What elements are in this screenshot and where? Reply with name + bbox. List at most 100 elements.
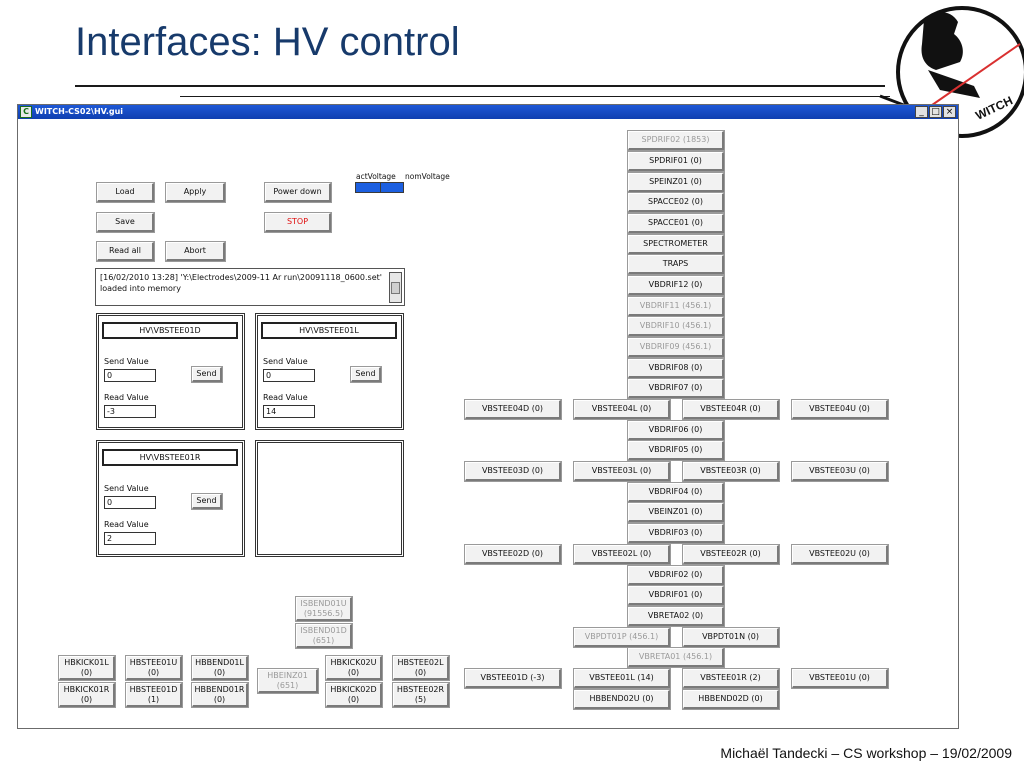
read-value-field: -3 [104, 405, 156, 418]
send-value-input[interactable]: 0 [104, 369, 156, 382]
element-spdrif02[interactable]: SPDRIF02 (1853) [628, 131, 724, 150]
act-voltage-bar [355, 182, 381, 193]
nom-voltage-label: nomVoltage [405, 172, 450, 181]
element-hbbend02d[interactable]: HBBEND02D (0) [683, 690, 779, 709]
element-hbbend01l[interactable]: HBBEND01L (0) [192, 656, 248, 680]
element-vbstee02r[interactable]: VBSTEE02R (0) [683, 545, 779, 564]
read-value-label: Read Value [104, 520, 149, 529]
save-button[interactable]: Save [97, 213, 154, 232]
element-vbpdt01p[interactable]: VBPDT01P (456.1) [574, 628, 670, 647]
panel-title: HV\VBSTEE01R [102, 449, 238, 466]
send-button[interactable]: Send [351, 367, 381, 382]
element-vbstee03r[interactable]: VBSTEE03R (0) [683, 462, 779, 481]
element-traps[interactable]: TRAPS [628, 255, 724, 274]
apply-button[interactable]: Apply [166, 183, 225, 202]
channel-panel-vbstee01r: HV\VBSTEE01R Send Value 0 Send Read Valu… [96, 440, 245, 557]
panel-title: HV\VBSTEE01L [261, 322, 397, 339]
read-value-label: Read Value [263, 393, 308, 402]
stop-button[interactable]: STOP [265, 213, 331, 232]
element-vbreta02[interactable]: VBRETA02 (0) [628, 607, 724, 626]
slide-title: Interfaces: HV control [75, 20, 460, 64]
element-vbreta01[interactable]: VBRETA01 (456.1) [628, 648, 724, 667]
log-scroll-thumb[interactable] [391, 282, 400, 294]
element-spdrif01[interactable]: SPDRIF01 (0) [628, 152, 724, 171]
send-value-label: Send Value [104, 484, 149, 493]
act-voltage-label: actVoltage [356, 172, 396, 181]
read-value-field: 2 [104, 532, 156, 545]
send-button[interactable]: Send [192, 494, 222, 509]
element-vbstee03u[interactable]: VBSTEE03U (0) [792, 462, 888, 481]
element-hbstee01u[interactable]: HBSTEE01U (0) [126, 656, 182, 680]
read-value-field: 14 [263, 405, 315, 418]
element-vbstee04u[interactable]: VBSTEE04U (0) [792, 400, 888, 419]
element-vbdrif08[interactable]: VBDRIF08 (0) [628, 359, 724, 378]
element-vbstee03d[interactable]: VBSTEE03D (0) [465, 462, 561, 481]
element-vbdrif04[interactable]: VBDRIF04 (0) [628, 483, 724, 502]
element-hbkick02u[interactable]: HBKICK02U (0) [326, 656, 382, 680]
element-hbbend01r[interactable]: HBBEND01R (0) [192, 683, 248, 707]
element-vbdrif10[interactable]: VBDRIF10 (456.1) [628, 317, 724, 336]
element-vbstee04r[interactable]: VBSTEE04R (0) [683, 400, 779, 419]
element-vbstee02l[interactable]: VBSTEE02L (0) [574, 545, 670, 564]
element-hbstee01d[interactable]: HBSTEE01D (1) [126, 683, 182, 707]
log-scrollbar[interactable] [389, 272, 402, 303]
window-titlebar[interactable]: C WITCH-CS02\HV.gui _ □ × [18, 105, 958, 119]
element-hbstee02r[interactable]: HBSTEE02R (5) [393, 683, 449, 707]
send-value-label: Send Value [263, 357, 308, 366]
element-hbkick01r[interactable]: HBKICK01R (0) [59, 683, 115, 707]
element-hbstee02l[interactable]: HBSTEE02L (0) [393, 656, 449, 680]
send-value-input[interactable]: 0 [263, 369, 315, 382]
element-vbstee01d[interactable]: VBSTEE01D (-3) [465, 669, 561, 688]
element-vbstee02u[interactable]: VBSTEE02U (0) [792, 545, 888, 564]
element-vbdrif06[interactable]: VBDRIF06 (0) [628, 421, 724, 440]
element-speinz01[interactable]: SPEINZ01 (0) [628, 173, 724, 192]
panel-title: HV\VBSTEE01D [102, 322, 238, 339]
element-isbend01d[interactable]: ISBEND01D (651) [296, 624, 352, 648]
element-vbstee03l[interactable]: VBSTEE03L (0) [574, 462, 670, 481]
status-log: [16/02/2010 13:28] 'Y:\Electrodes\2009-1… [95, 268, 405, 306]
channel-panel-empty [255, 440, 404, 557]
power-down-button[interactable]: Power down [265, 183, 331, 202]
log-line: loaded into memory [100, 284, 181, 293]
element-vbdrif07[interactable]: VBDRIF07 (0) [628, 379, 724, 398]
element-vbdrif11[interactable]: VBDRIF11 (456.1) [628, 297, 724, 316]
element-vbstee01r[interactable]: VBSTEE01R (2) [683, 669, 779, 688]
send-value-label: Send Value [104, 357, 149, 366]
element-vbstee01u[interactable]: VBSTEE01U (0) [792, 669, 888, 688]
element-spacce01[interactable]: SPACCE01 (0) [628, 214, 724, 233]
window-title: WITCH-CS02\HV.gui [35, 107, 124, 116]
slide-footer: Michaël Tandecki – CS workshop – 19/02/2… [720, 745, 1012, 761]
app-icon: C [20, 106, 32, 118]
read-all-button[interactable]: Read all [97, 242, 154, 261]
element-hbeinz01[interactable]: HBEINZ01 (651) [258, 669, 318, 693]
element-spectrometer[interactable]: SPECTROMETER [628, 235, 724, 254]
element-vbdrif09[interactable]: VBDRIF09 (456.1) [628, 338, 724, 357]
element-vbeinz01[interactable]: VBEINZ01 (0) [628, 503, 724, 522]
send-button[interactable]: Send [192, 367, 222, 382]
channel-panel-vbstee01d: HV\VBSTEE01D Send Value 0 Send Read Valu… [96, 313, 245, 430]
element-vbdrif03[interactable]: VBDRIF03 (0) [628, 524, 724, 543]
element-vbstee04l[interactable]: VBSTEE04L (0) [574, 400, 670, 419]
abort-button[interactable]: Abort [166, 242, 225, 261]
element-vbstee02d[interactable]: VBSTEE02D (0) [465, 545, 561, 564]
element-isbend01u[interactable]: ISBEND01U (91556.5) [296, 597, 352, 621]
element-hbkick02d[interactable]: HBKICK02D (0) [326, 683, 382, 707]
maximize-button[interactable]: □ [929, 106, 942, 118]
close-button[interactable]: × [943, 106, 956, 118]
element-vbdrif01[interactable]: VBDRIF01 (0) [628, 586, 724, 605]
read-value-label: Read Value [104, 393, 149, 402]
channel-panel-vbstee01l: HV\VBSTEE01L Send Value 0 Send Read Valu… [255, 313, 404, 430]
minimize-button[interactable]: _ [915, 106, 928, 118]
send-value-input[interactable]: 0 [104, 496, 156, 509]
title-rule [75, 85, 885, 87]
element-vbstee01l[interactable]: VBSTEE01L (14) [574, 669, 670, 688]
element-hbbend02u[interactable]: HBBEND02U (0) [574, 690, 670, 709]
element-vbstee04d[interactable]: VBSTEE04D (0) [465, 400, 561, 419]
element-vbdrif12[interactable]: VBDRIF12 (0) [628, 276, 724, 295]
element-vbpdt01n[interactable]: VBPDT01N (0) [683, 628, 779, 647]
element-spacce02[interactable]: SPACCE02 (0) [628, 193, 724, 212]
element-hbkick01l[interactable]: HBKICK01L (0) [59, 656, 115, 680]
element-vbdrif02[interactable]: VBDRIF02 (0) [628, 566, 724, 585]
load-button[interactable]: Load [97, 183, 154, 202]
element-vbdrif05[interactable]: VBDRIF05 (0) [628, 441, 724, 460]
